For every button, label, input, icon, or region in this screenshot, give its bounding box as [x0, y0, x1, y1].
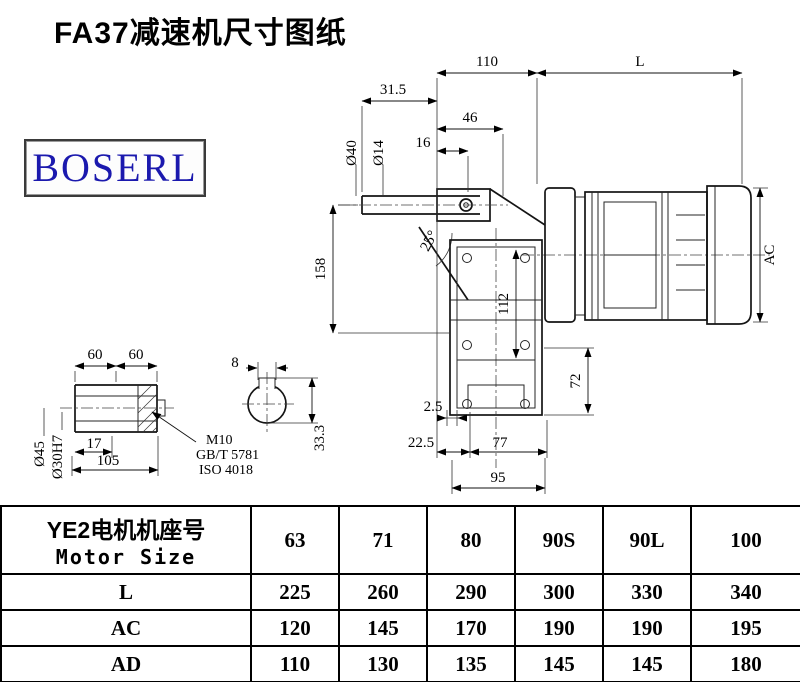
- dim-31-5: 31.5: [380, 82, 406, 98]
- value-cell: 145: [338, 609, 428, 647]
- value-cell: 110: [250, 645, 340, 682]
- dim-60-right: 60: [129, 347, 144, 363]
- dim-dia30h7: Ø30H7: [50, 434, 66, 479]
- callout-iso4018: ISO 4018: [199, 463, 253, 478]
- value-cell: 120: [250, 609, 340, 647]
- dim-dia40: Ø40: [344, 140, 360, 166]
- dim-ac: AC: [762, 245, 778, 266]
- dim-2-5: 2.5: [424, 399, 443, 415]
- page-title: FA37减速机尺寸图纸: [54, 17, 347, 50]
- dim-22-5: 22.5: [408, 435, 434, 451]
- table-row-L: L 225 260 290 300 330 340: [0, 573, 800, 611]
- motor-col-80: 80: [426, 505, 516, 575]
- value-cell: 170: [426, 609, 516, 647]
- value-cell: 195: [690, 609, 800, 647]
- dim-33-3: 33.3: [312, 425, 328, 451]
- dim-dia14: Ø14: [371, 140, 387, 166]
- dim-72: 72: [568, 374, 584, 389]
- table-row-AC: AC 120 145 170 190 190 195: [0, 609, 800, 647]
- callout-gbt5781: GB/T 5781: [196, 448, 259, 463]
- dim-112: 112: [496, 293, 512, 315]
- table-header-row: YE2电机机座号 Motor Size 63 71 80 90S 90L 100: [0, 505, 800, 575]
- value-cell: 190: [602, 609, 692, 647]
- dim-16: 16: [416, 135, 432, 151]
- motor-size-header: YE2电机机座号 Motor Size: [0, 505, 252, 575]
- input-shaft: [338, 188, 770, 468]
- value-cell: 225: [250, 573, 340, 611]
- motor-col-71: 71: [338, 505, 428, 575]
- value-cell: 180: [690, 645, 800, 682]
- dim-110: 110: [476, 54, 498, 70]
- fan-cowl: [706, 185, 752, 325]
- dim-angle-25: 25°: [417, 228, 441, 254]
- dim-105: 105: [97, 453, 120, 469]
- motor-size-header-en: Motor Size: [55, 545, 197, 569]
- motor-col-90s: 90S: [514, 505, 604, 575]
- callout-m10: M10: [206, 433, 232, 448]
- dim-60-left: 60: [88, 347, 103, 363]
- value-cell: 300: [514, 573, 604, 611]
- value-cell: 145: [514, 645, 604, 682]
- dim-l: L: [635, 54, 644, 70]
- value-cell: 130: [338, 645, 428, 682]
- technical-drawing: 110 L 31.5 46 16 Ø40 Ø14 25° 158 112 AC …: [32, 54, 778, 494]
- row-label-AD: AD: [0, 645, 252, 682]
- value-cell: 190: [514, 609, 604, 647]
- row-label-AC: AC: [0, 609, 252, 647]
- value-cell: 135: [426, 645, 516, 682]
- value-cell: 260: [338, 573, 428, 611]
- motor-col-100: 100: [690, 505, 800, 575]
- bore-section-detail: 8 33.3: [231, 355, 328, 451]
- dim-dia45: Ø45: [32, 441, 48, 467]
- dim-8: 8: [231, 355, 239, 371]
- motor-size-header-cn: YE2电机机座号: [46, 517, 206, 543]
- dim-158: 158: [313, 258, 329, 281]
- table-row-AD: AD 110 130 135 145 145 180: [0, 645, 800, 682]
- row-label-L: L: [0, 573, 252, 611]
- value-cell: 330: [602, 573, 692, 611]
- motor: [544, 185, 752, 325]
- value-cell: 290: [426, 573, 516, 611]
- dim-46: 46: [463, 110, 479, 126]
- motor-col-90l: 90L: [602, 505, 692, 575]
- dim-17: 17: [87, 436, 103, 452]
- dimension-table: YE2电机机座号 Motor Size 63 71 80 90S 90L 100…: [0, 505, 800, 682]
- boserl-logo: BOSERL: [24, 139, 206, 197]
- value-cell: 340: [690, 573, 800, 611]
- extension-lines-main: [338, 78, 768, 494]
- gear-housing: [449, 239, 543, 416]
- main-assembly-view: 110 L 31.5 46 16 Ø40 Ø14 25° 158 112 AC …: [313, 54, 778, 494]
- callout-leader: [151, 411, 197, 443]
- dimension-lines-main: [329, 69, 764, 492]
- hollow-shaft-detail: 60 60 Ø45 Ø30H7 17 105 M10 GB/T 5781 ISO…: [32, 347, 259, 479]
- motor-col-63: 63: [250, 505, 340, 575]
- logo-text: BOSERL: [32, 145, 198, 190]
- dim-95: 95: [491, 470, 506, 486]
- value-cell: 145: [602, 645, 692, 682]
- dim-77: 77: [493, 435, 509, 451]
